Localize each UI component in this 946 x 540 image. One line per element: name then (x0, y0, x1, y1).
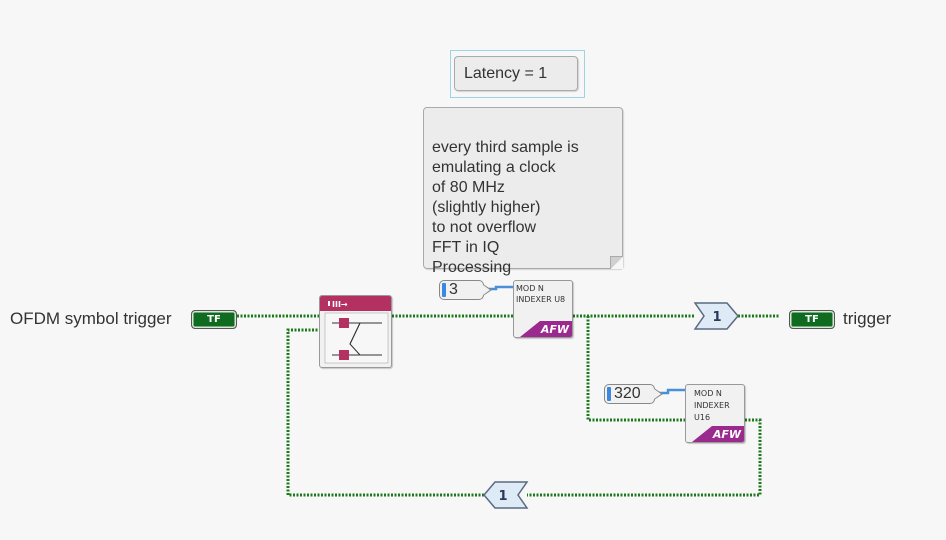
wire-loop-back[interactable] (286, 328, 484, 497)
svg-text:III→: III→ (332, 300, 348, 309)
afw-badge-text: AFW (540, 323, 569, 336)
afw-badge-text: AFW (712, 428, 741, 441)
indexer-u16-line3: U16 (694, 413, 711, 422)
latency-comment-frame[interactable]: Latency = 1 (450, 50, 585, 98)
trigger-output-terminal[interactable]: TF (789, 310, 835, 329)
ofdm-trigger-label: OFDM symbol trigger (10, 309, 172, 328)
feedback-node-bottom[interactable]: 1 (483, 481, 529, 509)
feedback-node-top[interactable]: 1 (693, 302, 739, 330)
mod-constant-3-value: 3 (449, 281, 458, 298)
flip-flop-block[interactable]: III→ (319, 295, 392, 368)
constant-arrow-icon (654, 388, 663, 400)
indexer-u8-line2: INDEXER U8 (516, 295, 566, 304)
indexer-u8-line1: MOD N (516, 284, 544, 293)
constant-arrow-icon (483, 284, 492, 296)
mod-n-indexer-u16[interactable]: MOD N INDEXER U16 AFW (685, 384, 745, 443)
clock-note-comment[interactable]: every third sample is emulating a clock … (423, 107, 623, 276)
clock-note-text: every third sample is emulating a clock … (432, 139, 579, 276)
mod-constant-3[interactable]: 3 (439, 280, 492, 300)
mod-n-indexer-u8[interactable]: MOD N INDEXER U8 AFW (513, 280, 573, 338)
wire-branch-to-u16[interactable] (586, 316, 686, 422)
indexer-u16-line2: INDEXER (694, 401, 730, 410)
feedback-node-top-value: 1 (712, 310, 721, 325)
flip-flop-icon: III→ (320, 296, 391, 364)
indexer-u16-line1: MOD N (694, 389, 722, 398)
comment-fold-corner (610, 256, 623, 269)
trigger-label: trigger (843, 309, 892, 328)
feedback-node-bottom-value: 1 (498, 489, 507, 504)
ofdm-trigger-terminal[interactable]: TF (191, 310, 237, 329)
afw-badge: AFW (520, 321, 572, 337)
mod-constant-320[interactable]: 320 (604, 384, 663, 404)
latency-comment: Latency = 1 (454, 56, 578, 91)
wire-u16-to-loop[interactable] (527, 418, 762, 497)
afw-badge: AFW (692, 426, 744, 442)
mod-constant-320-value: 320 (614, 385, 641, 402)
